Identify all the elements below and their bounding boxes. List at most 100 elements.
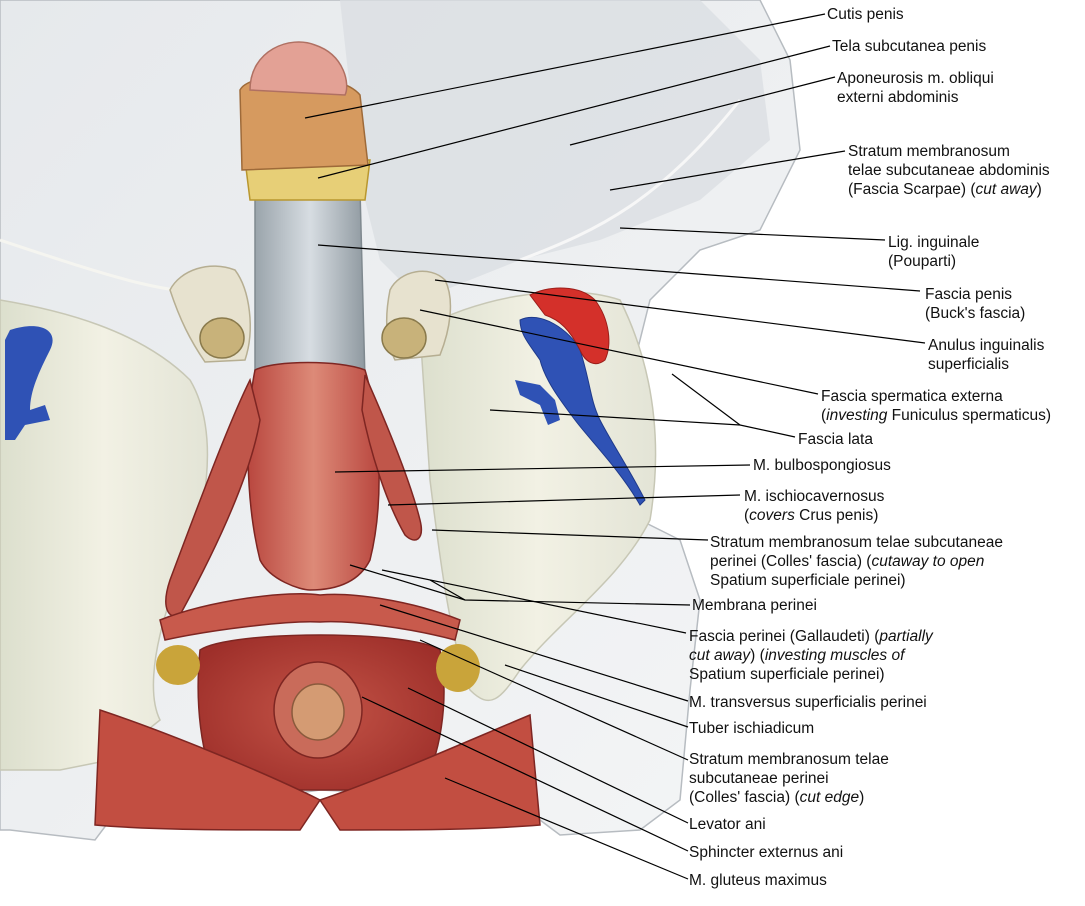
- label-cutis-penis: Cutis penis: [827, 5, 904, 24]
- leader-levator-ani: [407, 687, 689, 824]
- label-italic-text: partially: [879, 628, 933, 645]
- label-text: Fascia lata: [798, 431, 873, 448]
- label-line: subcutaneae perinei: [689, 769, 889, 788]
- label-text: Lig. inguinale: [888, 234, 980, 251]
- label-tela-subcutanea-penis: Tela subcutanea penis: [832, 37, 986, 56]
- transversus-perinei-shape: [159, 592, 461, 641]
- label-italic-text: investing: [826, 407, 888, 424]
- anus-shape: [291, 683, 345, 741]
- label-line: Spatium superficiale perinei): [710, 571, 1003, 590]
- label-line: Spatium superficiale perinei): [689, 665, 933, 684]
- label-line: (covers Crus penis): [744, 506, 884, 525]
- label-membrana-perinei: Membrana perinei: [692, 596, 817, 615]
- label-text: ): [859, 789, 865, 806]
- label-text: (: [744, 507, 750, 524]
- left-fat-deposit: [156, 645, 200, 685]
- label-italic-text: cutaway to open: [871, 553, 985, 570]
- leader-fascia-lata-2: [671, 373, 741, 426]
- left-vein-shape: [5, 326, 53, 440]
- label-fascia-penis: Fascia penis (Buck's fascia): [925, 285, 1025, 323]
- label-line: (Buck's fascia): [925, 304, 1025, 323]
- label-italic-text: covers: [749, 507, 795, 524]
- label-fascia-spermatica: Fascia spermatica externa(investing Funi…: [821, 387, 1051, 425]
- right-cord-cut-section: [381, 317, 427, 359]
- label-text: (Buck's fascia): [925, 305, 1026, 322]
- label-text: M. gluteus maximus: [689, 872, 827, 889]
- label-line: Fascia lata: [798, 430, 873, 449]
- leader-lig-inguinale: [619, 227, 886, 241]
- right-ischiocavernosus-shape: [361, 374, 422, 541]
- label-line: Stratum membranosum telae: [689, 750, 889, 769]
- leader-fascia-penis: [317, 244, 921, 292]
- label-line: Stratum membranosum: [848, 142, 1050, 161]
- label-tuber-ischiadicum: Tuber ischiadicum: [689, 719, 814, 738]
- label-m-bulbospongiosus: M. bulbospongiosus: [753, 456, 891, 475]
- leader-anulus-inguinalis: [434, 279, 926, 344]
- label-line: cut away) (investing muscles of: [689, 646, 933, 665]
- label-text: Spatium superficiale perinei): [689, 666, 885, 683]
- label-line: Stratum membranosum telae subcutaneae: [710, 533, 1003, 552]
- label-text: Aponeurosis m. obliqui: [837, 70, 994, 87]
- label-lig-inguinale: Lig. inguinale(Pouparti): [888, 233, 979, 271]
- label-fascia-lata: Fascia lata: [798, 430, 873, 449]
- label-text: Tela subcutanea penis: [832, 38, 987, 55]
- leader-fascia-spermatica: [419, 309, 819, 395]
- label-line: Levator ani: [689, 815, 766, 834]
- scarpa-cut-edge-shape: [519, 99, 742, 262]
- label-text: (Colles' fascia) (: [689, 789, 800, 806]
- leader-stratum-colles-edge: [419, 639, 689, 761]
- right-fat-deposit: [436, 644, 480, 692]
- left-cord-cut-section: [199, 317, 245, 359]
- label-italic-text: cut edge: [799, 789, 860, 806]
- leader-stratum-colles-cutaway: [431, 529, 709, 541]
- label-line: Fascia penis: [925, 285, 1025, 304]
- right-gluteus-shape: [318, 713, 541, 831]
- aponeurosis-shape: [340, 0, 770, 300]
- label-text: Tuber ischiadicum: [689, 720, 815, 737]
- label-text: Funiculus spermaticus): [887, 407, 1052, 424]
- label-text: Cutis penis: [827, 6, 904, 23]
- label-line: externi abdominis: [837, 88, 994, 107]
- penis-shaft-shape: [254, 189, 366, 381]
- label-text: Fascia penis: [925, 286, 1013, 303]
- leader-membrana-perinei-2: [429, 579, 466, 601]
- label-text: Fascia perinei (Gallaudeti) (: [689, 628, 880, 645]
- leader-m-bulbospongiosus: [334, 464, 751, 473]
- left-gluteus-shape: [94, 708, 322, 831]
- label-italic-text: cut away: [689, 647, 751, 664]
- label-text: (Fascia Scarpae) (: [848, 181, 976, 198]
- label-text: M. ischiocavernosus: [744, 488, 885, 505]
- label-line: Lig. inguinale: [888, 233, 979, 252]
- leader-m-transversus: [379, 604, 689, 702]
- label-text: Crus penis): [794, 507, 879, 524]
- bulbospongiosus-shape: [247, 361, 380, 591]
- label-line: M. gluteus maximus: [689, 871, 827, 890]
- label-line: perinei (Colles' fascia) (cutaway to ope…: [710, 552, 1003, 571]
- label-levator-ani: Levator ani: [689, 815, 766, 834]
- label-text: telae subcutaneae abdominis: [848, 162, 1050, 179]
- label-text: superficialis: [928, 356, 1009, 373]
- label-m-ischiocavernosus: M. ischiocavernosus(covers Crus penis): [744, 487, 884, 525]
- femoral-artery-shape: [529, 287, 610, 365]
- label-line: (investing Funiculus spermaticus): [821, 406, 1051, 425]
- label-text: Membrana perinei: [692, 597, 817, 614]
- leader-aponeurosis: [569, 76, 836, 146]
- label-line: superficialis: [928, 355, 1044, 374]
- label-text: (: [821, 407, 827, 424]
- label-line: M. bulbospongiosus: [753, 456, 891, 475]
- label-text: ): [1036, 181, 1042, 198]
- leader-tuber-ischiadicum: [504, 664, 689, 728]
- leader-tela-subcutanea-penis: [317, 45, 831, 179]
- leader-sphincter-externus: [361, 696, 689, 852]
- label-m-transversus: M. transversus superficialis perinei: [689, 693, 927, 712]
- label-line: Fascia perinei (Gallaudeti) (partially: [689, 627, 933, 646]
- label-text: Stratum membranosum telae subcutaneae: [710, 534, 1003, 551]
- label-line: M. transversus superficialis perinei: [689, 693, 927, 712]
